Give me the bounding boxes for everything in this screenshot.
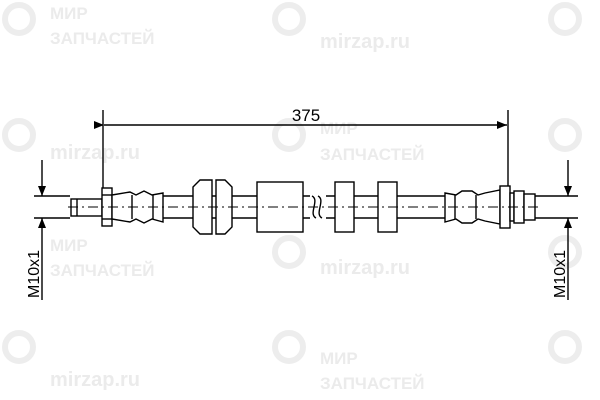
watermark-logo-icon [272, 2, 306, 36]
watermark-logo-icon [272, 235, 306, 269]
watermark-text: МИР [50, 4, 88, 23]
watermark-text: ЗАПЧАСТЕЙ [50, 261, 155, 280]
watermark-text: ЗАПЧАСТЕЙ [50, 29, 155, 48]
watermark-logo-icon [548, 330, 582, 364]
watermark-logo-icon [2, 118, 36, 152]
length-label: 375 [292, 106, 320, 125]
watermark-text: ЗАПЧАСТЕЙ [320, 145, 425, 164]
watermark-logo-icon [548, 235, 582, 269]
watermark-text: МИР [50, 236, 88, 255]
watermark-url: mirzap.ru [50, 369, 141, 391]
watermark-text: ЗАПЧАСТЕЙ [320, 374, 425, 393]
watermark-url: mirzap.ru [50, 142, 141, 164]
watermark-logo-icon [548, 2, 582, 36]
left-thread-label: M10x1 [26, 250, 43, 298]
watermark-logo-icon [2, 2, 36, 36]
watermark-url: mirzap.ru [320, 257, 411, 279]
watermark-logo-icon [272, 330, 306, 364]
watermark-url: mirzap.ru [320, 31, 411, 53]
watermark-logo-icon [2, 330, 36, 364]
watermark-logo-icon [548, 118, 582, 152]
right-thread-label: M10x1 [552, 250, 569, 298]
watermark-text: МИР [320, 349, 358, 368]
